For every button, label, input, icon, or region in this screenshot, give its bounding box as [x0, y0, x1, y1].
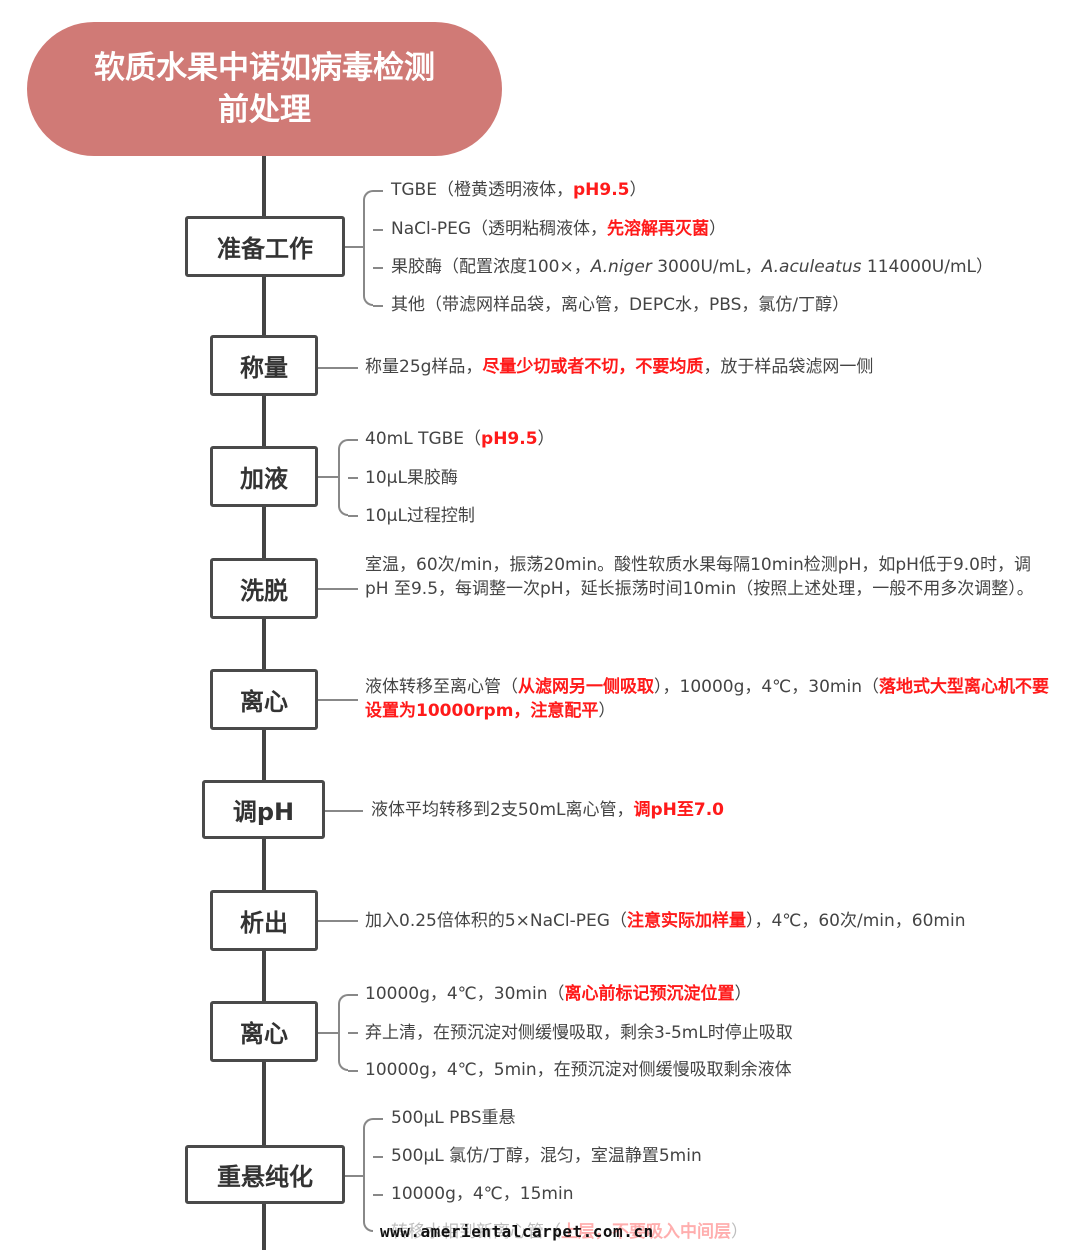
- watermark: www.amerientalcarpet.com.cn: [380, 1222, 654, 1241]
- step-item: 10000g，4℃，30min（离心前标记预沉淀位置）: [365, 984, 752, 1004]
- step-label: 析出: [240, 909, 288, 937]
- step-item: 10μL果胶酶: [365, 468, 458, 488]
- step-item: 称量25g样品，尽量少切或者不切，不要均质，放于样品袋滤网一侧: [365, 357, 874, 377]
- step-centrifuge-2: 离心: [210, 1001, 318, 1062]
- step-item: 10μL过程控制: [365, 506, 475, 526]
- branch-line: [348, 1070, 358, 1072]
- step-label: 称量: [240, 354, 288, 382]
- step-weigh: 称量: [210, 335, 318, 396]
- step-item: 500μL 氯仿/丁醇，混匀，室温静置5min: [391, 1146, 702, 1166]
- step-centrifuge-1: 离心: [210, 669, 318, 730]
- step-label: 洗脱: [240, 577, 288, 605]
- title-line-1: 软质水果中诺如病毒检测: [94, 50, 435, 86]
- title-line-2: 前处理: [218, 92, 311, 128]
- branch-line: [348, 994, 358, 996]
- connector: [345, 1175, 363, 1177]
- connector: [325, 810, 363, 812]
- step-precipitate: 析出: [210, 890, 318, 951]
- branch-line: [373, 1156, 383, 1158]
- step-item: 液体转移至离心管（从滤网另一侧吸取），10000g，4℃，30min（落地式大型…: [365, 677, 1049, 721]
- bracket: [363, 1118, 373, 1232]
- step-add-liquid: 加液: [210, 446, 318, 507]
- branch-line: [348, 515, 358, 517]
- connector: [318, 699, 358, 701]
- connector: [318, 367, 358, 369]
- step-label: 加液: [240, 465, 288, 493]
- branch-line: [348, 477, 358, 479]
- step-label: 重悬纯化: [217, 1163, 313, 1191]
- step-resuspend-purify: 重悬纯化: [185, 1145, 345, 1204]
- step-item: NaCl-PEG（透明粘稠液体，先溶解再灭菌）: [391, 219, 727, 239]
- step-item: 其他（带滤网样品袋，离心管，DEPC水，PBS，氯仿/丁醇）: [391, 295, 850, 315]
- connector: [318, 476, 338, 478]
- diagram-title: 软质水果中诺如病毒检测 前处理: [27, 22, 502, 156]
- connector: [318, 1032, 338, 1034]
- step-item: 室温，60次/min，振荡20min。酸性软质水果每隔10min检测pH，如pH…: [365, 555, 1034, 599]
- step-label: 离心: [240, 1020, 288, 1048]
- step-label: 调pH: [232, 798, 295, 826]
- step-item: 加入0.25倍体积的5×NaCl-PEG（注意实际加样量），4℃，60次/min…: [365, 911, 966, 931]
- step-item: 弃上清，在预沉淀对侧缓慢吸取，剩余3-5mL时停止吸取: [365, 1023, 793, 1043]
- step-item: TGBE（橙黄透明液体，pH9.5）: [391, 180, 647, 200]
- step-item: 10000g，4℃，5min，在预沉淀对侧缓慢吸取剩余液体: [365, 1060, 792, 1080]
- step-elute: 洗脱: [210, 558, 318, 619]
- branch-line: [348, 1032, 358, 1034]
- connector: [318, 920, 358, 922]
- step-item: 转移水相到新离心管（上层，不要吸入中间层）: [391, 1222, 748, 1242]
- branch-line: [373, 267, 383, 269]
- bracket: [338, 994, 348, 1071]
- step-label: 准备工作: [217, 235, 313, 263]
- step-item: 40mL TGBE（pH9.5）: [365, 429, 555, 449]
- step-item: 液体平均转移到2支50mL离心管，调pH至7.0: [371, 800, 724, 820]
- step-adjust-ph: 调pH: [202, 780, 325, 839]
- branch-line: [348, 439, 358, 441]
- step-prepare: 准备工作: [185, 216, 345, 277]
- connector: [318, 588, 358, 590]
- connector: [345, 246, 363, 248]
- branch-line: [373, 305, 383, 307]
- branch-line: [373, 190, 383, 192]
- bracket: [363, 190, 373, 306]
- step-item: 500μL PBS重悬: [391, 1108, 516, 1128]
- branch-line: [373, 1194, 383, 1196]
- branch-line: [373, 229, 383, 231]
- step-item: 10000g，4℃，15min: [391, 1184, 574, 1204]
- step-item: 果胶酶（配置浓度100×，A.niger 3000U/mL，A.aculeatu…: [391, 257, 993, 277]
- bracket: [338, 439, 348, 516]
- step-label: 离心: [240, 688, 288, 716]
- branch-line: [373, 1118, 383, 1120]
